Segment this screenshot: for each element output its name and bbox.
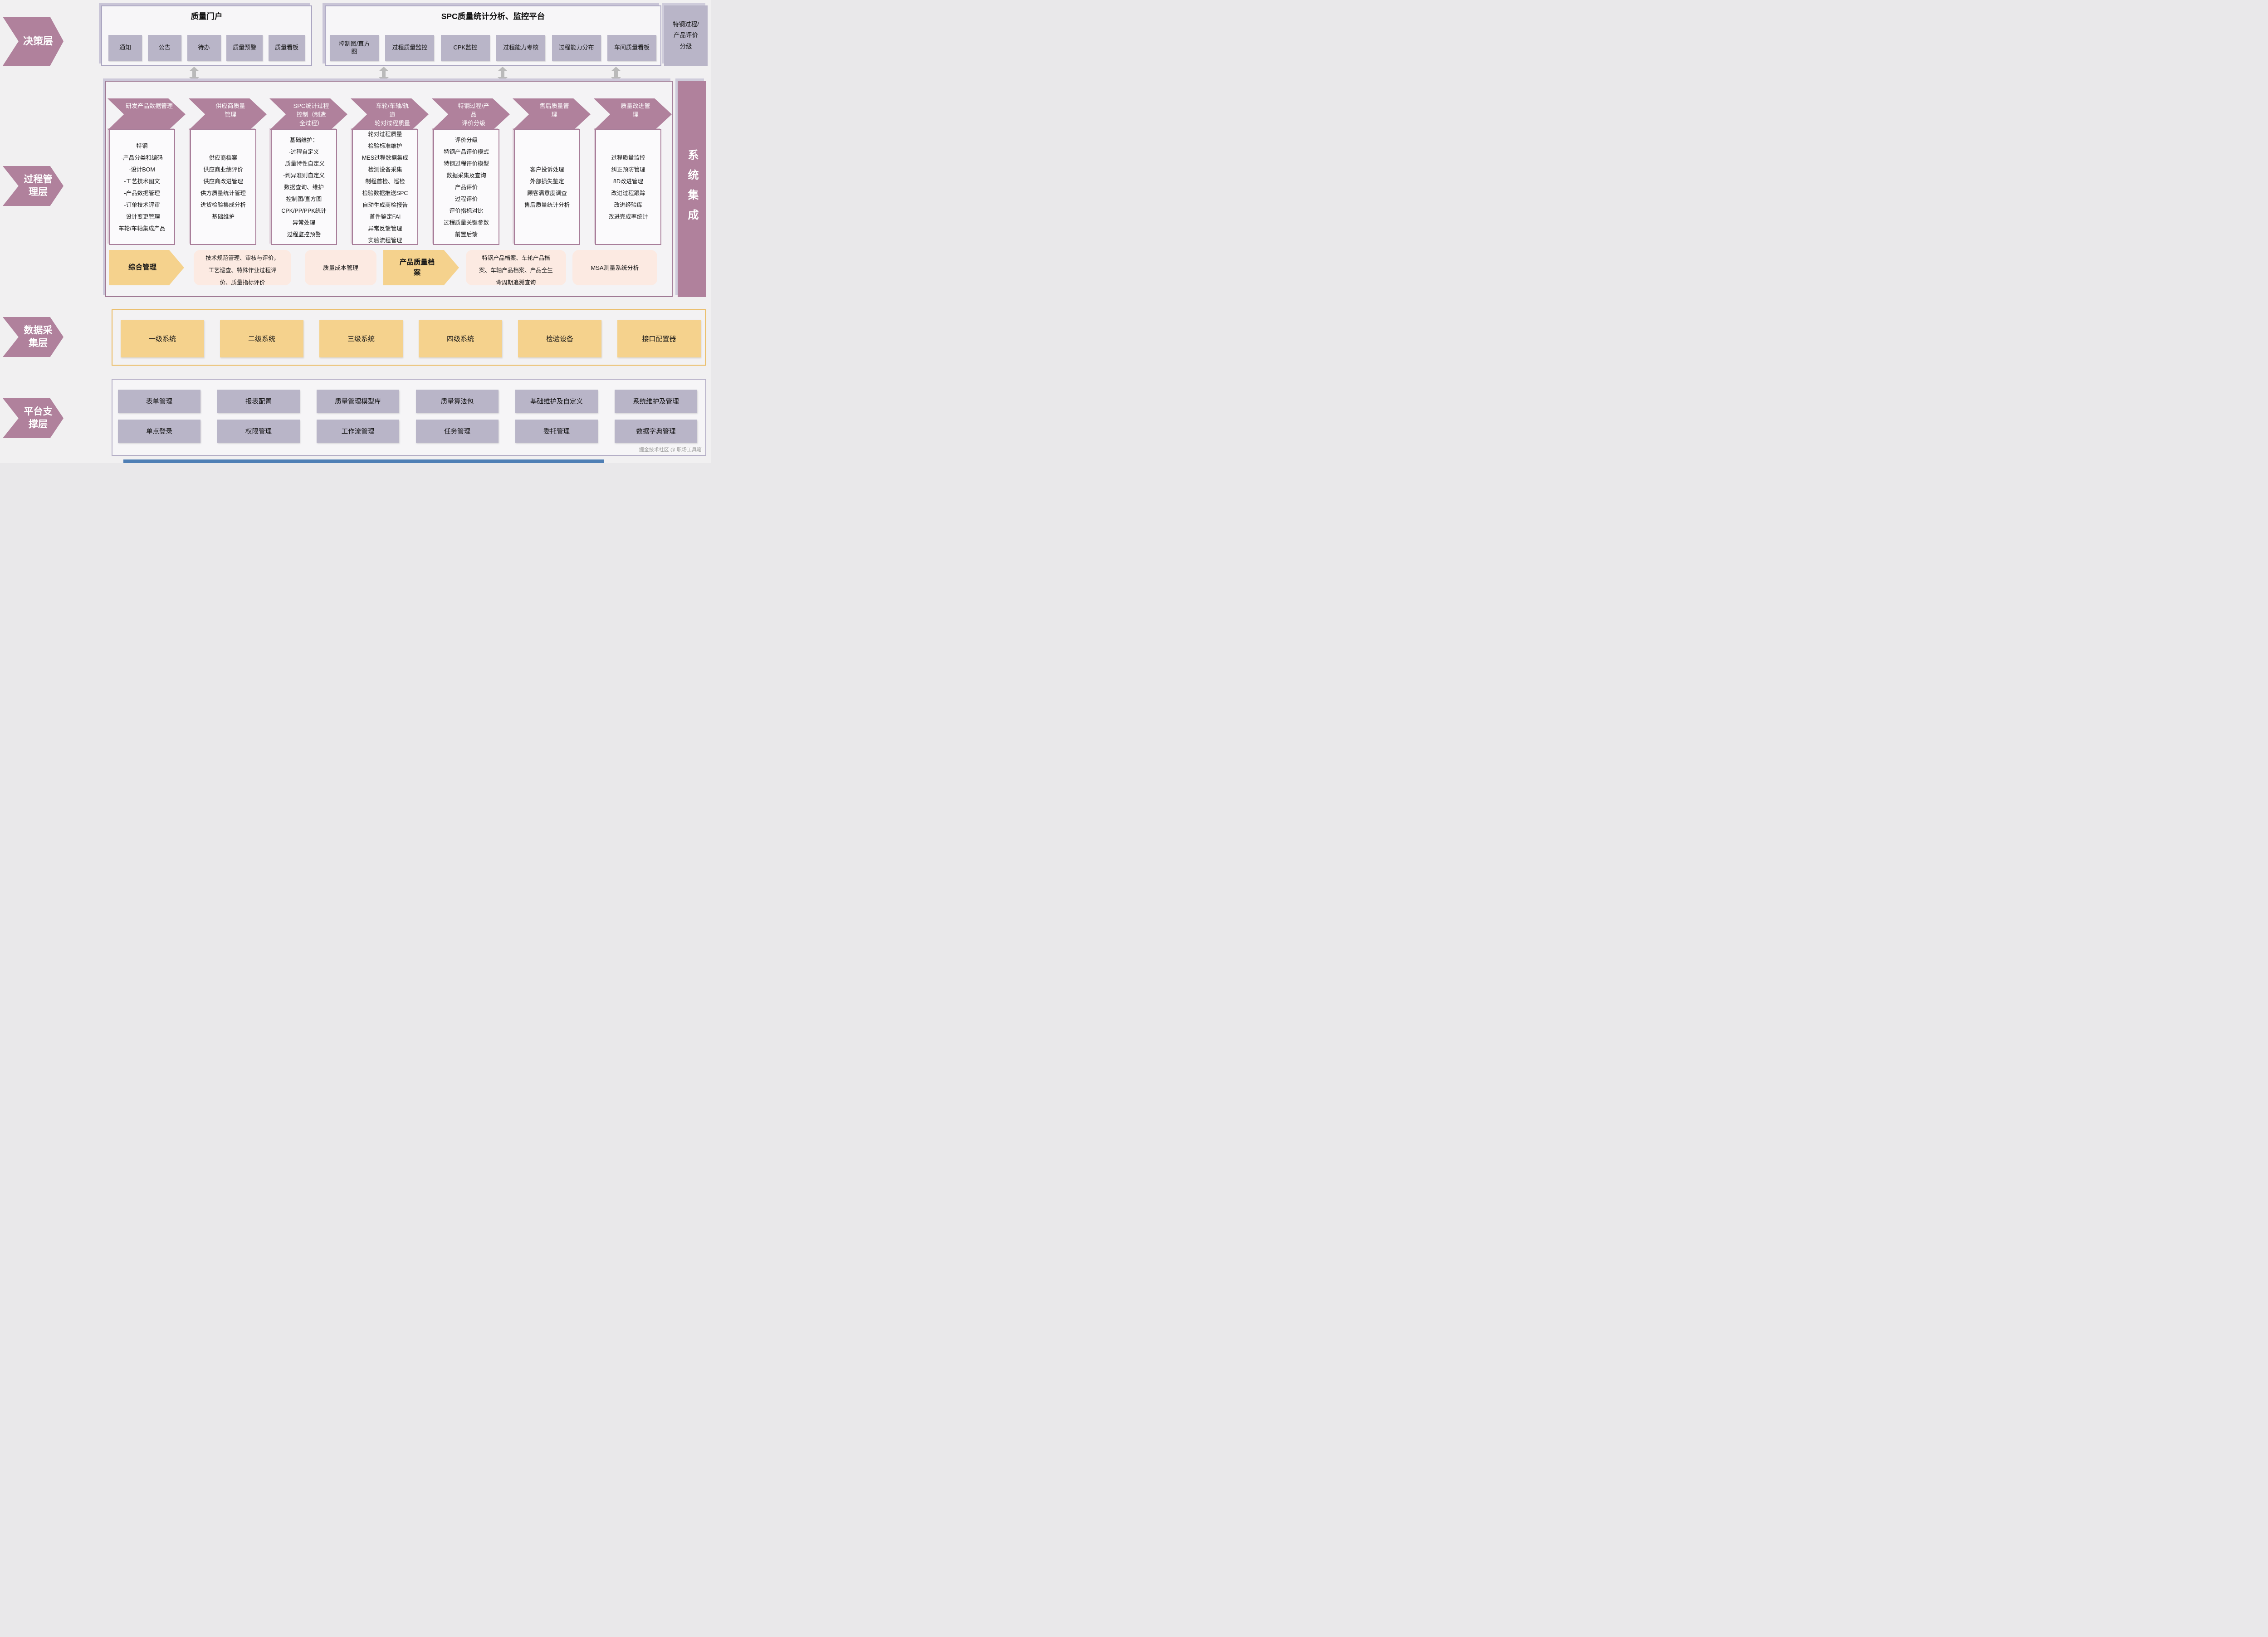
system-level4-box: 四级系统 xyxy=(419,320,502,357)
quality-model-library-box: 质量管理模型库 xyxy=(317,390,399,413)
process-detail-after-sales: 客户投诉处理 外部损失鉴定 顾客满意度调查 售后质量统计分析 xyxy=(514,129,580,245)
single-sign-on-box: 单点登录 xyxy=(118,420,200,443)
report-config-box: 报表配置 xyxy=(217,390,300,413)
spc-platform-panel: SPC质量统计分析、监控平台 控制图/直方 图 过程质量监控 CPK监控 过程能… xyxy=(325,5,661,66)
flow-connector-arrow-1 xyxy=(189,67,199,82)
process-header-after-sales: 售后质量管 理 xyxy=(513,98,591,130)
tech-spec-management-box: 技术规范管理、审核与评价， 工艺巡查、特殊作业过程评 价、质量指标评价 xyxy=(194,250,291,285)
quality-portal-panel: 质量门户 通知 公告 待办 质量预警 质量看板 xyxy=(101,5,312,66)
spc-module-cpk-monitor: CPK监控 xyxy=(440,35,490,61)
portal-module-quality-alert: 质量预警 xyxy=(226,35,263,61)
task-management-box: 任务管理 xyxy=(416,420,499,443)
process-detail-wheel-axle: 轮对过程质量 检验标准维护 MES过程数据集成 检测设备采集 制程首检、巡检 检… xyxy=(352,129,418,245)
product-quality-archive-arrow: 产品质量档 案 xyxy=(383,250,459,285)
spc-platform-title: SPC质量统计分析、监控平台 xyxy=(441,12,545,21)
system-level1-box: 一级系统 xyxy=(121,320,204,357)
msa-analysis-box: MSA测量系统分析 xyxy=(572,250,657,285)
data-dictionary-box: 数据字典管理 xyxy=(615,420,697,443)
portal-module-notice: 通知 xyxy=(108,35,142,61)
flow-connector-arrow-4 xyxy=(611,67,621,82)
spc-module-capability-distribution: 过程能力分布 xyxy=(552,35,601,61)
quality-portal-modules: 通知 公告 待办 质量预警 质量看板 xyxy=(102,35,311,61)
process-header-spc-control: SPC统计过程 控制（制造 全过程） xyxy=(269,98,347,130)
data-acquisition-panel: 一级系统 二级系统 三级系统 四级系统 检验设备 接口配置器 xyxy=(112,309,706,366)
platform-support-panel: 表单管理 报表配置 质量管理模型库 质量算法包 基础维护及自定义 系统维护及管理… xyxy=(112,379,706,456)
system-level2-box: 二级系统 xyxy=(220,320,303,357)
process-detail-rd-product-data: 特钢 -产品分类和编码 -设计BOM -工艺技术图文 -产品数据管理 -订单技术… xyxy=(109,129,175,245)
workflow-management-box: 工作流管理 xyxy=(317,420,399,443)
bottom-accent-bar xyxy=(123,459,604,463)
layer-arrow-data-acquisition: 数据采 集层 xyxy=(3,317,64,357)
portal-module-todo: 待办 xyxy=(187,35,221,61)
spc-module-process-quality-monitor: 过程质量监控 xyxy=(385,35,435,61)
quality-algorithm-box: 质量算法包 xyxy=(416,390,499,413)
layer-arrow-platform-support: 平台支 撑层 xyxy=(3,398,64,438)
process-detail-supplier-quality: 供应商档案 供应商业绩评价 供应商改进管理 供方质量统计管理 进货检验集成分析 … xyxy=(190,129,256,245)
flow-connector-arrow-3 xyxy=(498,67,508,82)
process-column-after-sales: 售后质量管 理 客户投诉处理 外部损失鉴定 顾客满意度调查 售后质量统计分析 xyxy=(513,98,591,245)
quality-portal-title: 质量门户 xyxy=(191,12,223,21)
process-detail-spc-control: 基础维护： -过程自定义 -质量特性自定义 -判异准则自定义 数据查询、维护 控… xyxy=(271,129,337,245)
process-header-quality-improvement: 质量改进管 理 xyxy=(594,98,672,130)
interface-configurator-box: 接口配置器 xyxy=(617,320,701,357)
process-column-steel-grading: 特钢过程/产 品 评价分级 评价分级 特钢产品评价模式 特钢过程评价模型 数据采… xyxy=(432,98,510,245)
layer-arrow-process: 过程管 理层 xyxy=(3,166,64,206)
process-column-rd-product-data: 研发产品数据管理 特钢 -产品分类和编码 -设计BOM -工艺技术图文 -产品数… xyxy=(108,98,186,245)
process-header-wheel-axle: 车轮/车轴/轨 道 轮对过程质量 xyxy=(351,98,429,130)
permission-management-box: 权限管理 xyxy=(217,420,300,443)
process-detail-steel-grading: 评价分级 特钢产品评价模式 特钢过程评价模型 数据采集及查询 产品评价 过程评价… xyxy=(433,129,499,245)
layer-arrow-decision: 决策层 xyxy=(3,17,64,66)
portal-module-announcement: 公告 xyxy=(147,35,181,61)
spc-module-capability-assess: 过程能力考核 xyxy=(496,35,546,61)
flow-connector-arrow-2 xyxy=(379,67,389,82)
process-column-wheel-axle: 车轮/车轴/轨 道 轮对过程质量 轮对过程质量 检验标准维护 MES过程数据集成… xyxy=(351,98,429,245)
process-header-rd-product-data: 研发产品数据管理 xyxy=(108,98,186,130)
comprehensive-management-arrow: 综合管理 xyxy=(109,250,184,285)
portal-module-quality-board: 质量看板 xyxy=(269,35,305,61)
architecture-diagram: 决策层 过程管 理层 数据采 集层 平台支 撑层 质量门户 通知 公告 待办 质… xyxy=(0,0,711,463)
spc-module-workshop-board: 车间质量看板 xyxy=(607,35,656,61)
process-column-spc-control: SPC统计过程 控制（制造 全过程） 基础维护： -过程自定义 -质量特性自定义… xyxy=(269,98,347,245)
quality-cost-management-box: 质量成本管理 xyxy=(305,250,376,285)
system-integration-bar: 系统集成 xyxy=(678,81,706,297)
process-header-steel-grading: 特钢过程/产 品 评价分级 xyxy=(432,98,510,130)
form-management-box: 表单管理 xyxy=(118,390,200,413)
system-level3-box: 三级系统 xyxy=(319,320,403,357)
product-archive-box: 特钢产品档案、车轮产品档 案、车轴产品档案、产品全生 命周期追溯查询 xyxy=(466,250,566,285)
special-steel-grading-box: 特钢过程/ 产品评价 分级 xyxy=(664,5,708,66)
process-column-quality-improvement: 质量改进管 理 过程质量监控 纠正预防管理 8D改进管理 改进过程跟踪 改进经验… xyxy=(594,98,672,245)
process-detail-quality-improvement: 过程质量监控 纠正预防管理 8D改进管理 改进过程跟踪 改进经验库 改进完成率统… xyxy=(595,129,661,245)
process-column-supplier-quality: 供应商质量 管理 供应商档案 供应商业绩评价 供应商改进管理 供方质量统计管理 … xyxy=(189,98,267,245)
inspection-equipment-box: 检验设备 xyxy=(518,320,601,357)
watermark-text: 掘金技术社区 @ 职场工具箱 xyxy=(639,447,702,453)
process-header-supplier-quality: 供应商质量 管理 xyxy=(189,98,267,130)
spc-platform-modules: 控制图/直方 图 过程质量监控 CPK监控 过程能力考核 过程能力分布 车间质量… xyxy=(326,35,660,61)
base-maintenance-custom-box: 基础维护及自定义 xyxy=(515,390,598,413)
spc-module-control-chart: 控制图/直方 图 xyxy=(330,35,379,61)
delegation-management-box: 委托管理 xyxy=(515,420,598,443)
system-maintenance-box: 系统维护及管理 xyxy=(615,390,697,413)
